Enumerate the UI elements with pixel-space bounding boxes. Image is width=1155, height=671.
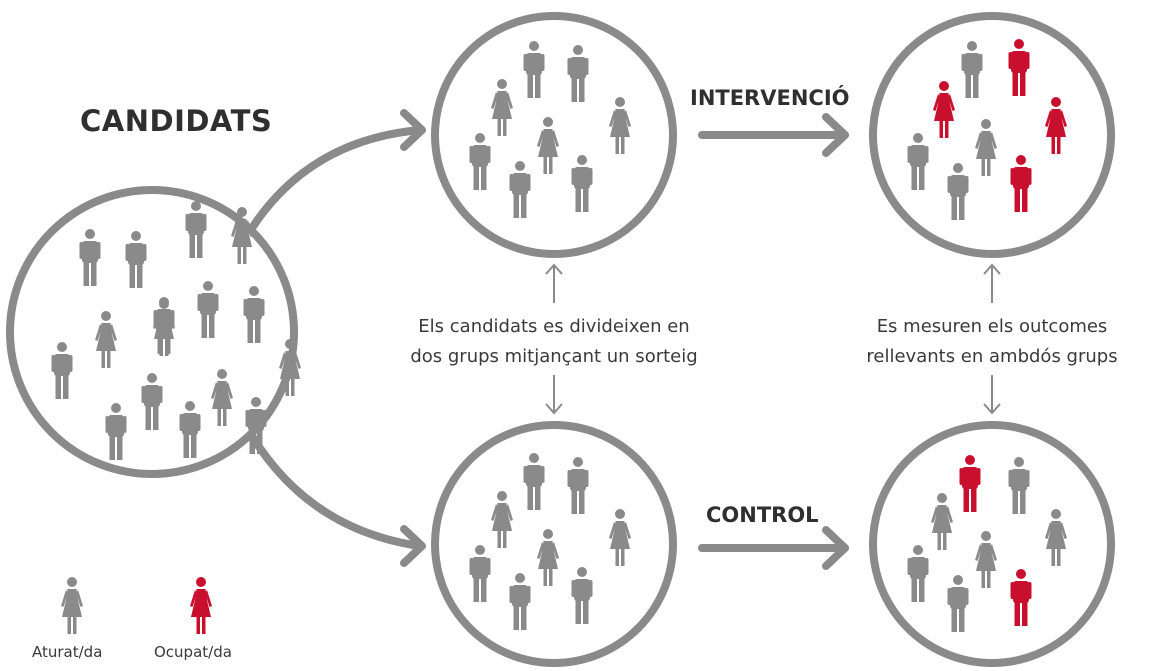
person-icon xyxy=(975,531,997,588)
person-icon xyxy=(907,133,929,190)
person-icon xyxy=(95,311,117,368)
intervention-arrow xyxy=(698,113,849,157)
person-icon xyxy=(509,573,531,630)
person-icon xyxy=(1010,569,1032,626)
person-icon xyxy=(933,81,955,138)
person-icon xyxy=(491,491,513,548)
person-icon xyxy=(947,163,969,220)
legend-unemployed-icon xyxy=(61,577,83,634)
person-icon xyxy=(105,403,127,460)
intervention-group-circle xyxy=(431,12,677,258)
control-result-circle xyxy=(869,421,1115,667)
split-arrow-top xyxy=(248,109,426,232)
person-icon xyxy=(975,119,997,176)
measurement-note-line2: rellevants en ambdós grups xyxy=(866,346,1118,367)
person-icon xyxy=(79,229,101,286)
person-icon xyxy=(1010,155,1032,212)
person-icon xyxy=(571,155,593,212)
person-icon xyxy=(243,286,265,343)
person-icon xyxy=(509,161,531,218)
person-icon xyxy=(1045,97,1067,154)
candidates-circle xyxy=(6,186,298,478)
control-arrow xyxy=(698,526,849,570)
person-icon xyxy=(609,97,631,154)
randomization-note-line1: Els candidats es divideixen en xyxy=(418,316,690,337)
person-icon xyxy=(185,201,207,258)
person-icon xyxy=(609,509,631,566)
person-icon xyxy=(211,369,233,426)
control-group-people xyxy=(469,453,631,630)
person-icon xyxy=(179,401,201,458)
legend-unemployed-label: Aturat/da xyxy=(32,643,103,661)
person-icon xyxy=(1008,39,1030,96)
person-icon xyxy=(197,281,219,338)
candidates-title: CANDIDATS xyxy=(80,104,273,138)
control-result-people xyxy=(907,455,1067,632)
person-icon xyxy=(931,493,953,550)
control-label: CONTROL xyxy=(706,503,819,527)
person-icon xyxy=(567,45,589,102)
person-icon xyxy=(469,545,491,602)
intervention-group-people xyxy=(469,41,631,218)
person-icon xyxy=(571,567,593,624)
intervention-label: INTERVENCIÓ xyxy=(690,86,850,110)
randomization-note-line2: dos grups mitjançant un sorteig xyxy=(410,346,698,367)
person-icon xyxy=(523,453,545,510)
randomization-note: Els candidats es divideixen en dos grups… xyxy=(404,312,704,372)
legend-employed-label: Ocupat/da xyxy=(154,643,232,661)
person-icon xyxy=(907,545,929,602)
person-icon xyxy=(961,41,983,98)
person-icon xyxy=(523,41,545,98)
split-arrow-bottom xyxy=(248,432,426,567)
person-icon xyxy=(537,117,559,174)
person-icon xyxy=(491,79,513,136)
legend-employed-icon xyxy=(190,577,212,634)
person-icon xyxy=(1045,509,1067,566)
thin-arrow-up-right xyxy=(983,263,1001,303)
intervention-result-people xyxy=(907,39,1067,220)
person-icon xyxy=(51,342,73,399)
person-icon xyxy=(567,457,589,514)
thin-arrow-up-left xyxy=(545,263,563,303)
control-group-circle xyxy=(431,421,677,667)
person-icon xyxy=(947,575,969,632)
person-icon xyxy=(537,529,559,586)
thin-arrow-down-left xyxy=(545,375,563,415)
person-icon xyxy=(141,373,163,430)
measurement-note: Es mesuren els outcomes rellevants en am… xyxy=(842,312,1142,372)
thin-arrow-down-right xyxy=(983,375,1001,415)
person-icon xyxy=(959,455,981,512)
person-icon xyxy=(125,231,147,288)
measurement-note-line1: Es mesuren els outcomes xyxy=(876,316,1108,337)
person-icon xyxy=(469,133,491,190)
intervention-result-circle xyxy=(869,12,1115,258)
person-icon xyxy=(1008,457,1030,514)
